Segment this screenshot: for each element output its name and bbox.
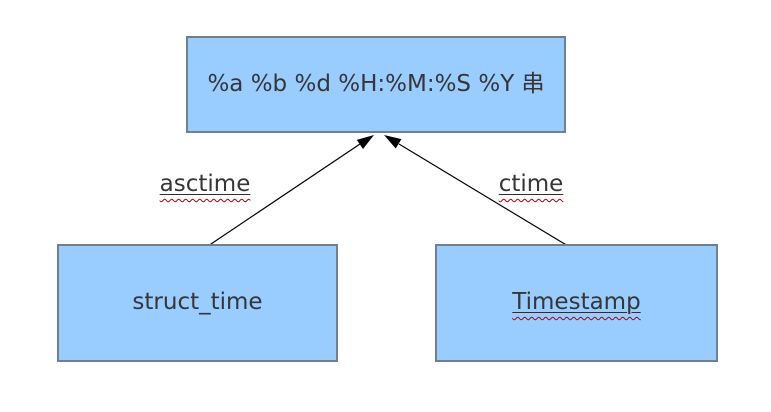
- edge-ctime-arrowhead-icon: [384, 135, 402, 149]
- edge-label-asctime-text: asctime: [159, 171, 251, 197]
- edge-label-ctime-text: ctime: [498, 171, 564, 197]
- node-format-string: %a %b %d %H:%M:%S %Y 串: [186, 36, 566, 133]
- edge-asctime: [207, 135, 374, 247]
- edge-asctime-line: [207, 143, 361, 247]
- node-timestamp: Timestamp: [435, 244, 718, 362]
- node-format-string-label: %a %b %d %H:%M:%S %Y 串: [207, 70, 545, 97]
- edge-label-asctime-squiggle: asctime: [160, 171, 251, 197]
- edge-ctime-line: [398, 143, 569, 247]
- edge-asctime-arrowhead-icon: [356, 135, 374, 149]
- node-struct-time-label: struct_time: [132, 289, 263, 316]
- edge-label-asctime: asctime: [160, 171, 251, 197]
- edge-label-ctime-squiggle: ctime: [499, 171, 564, 197]
- edge-label-ctime: ctime: [499, 171, 564, 197]
- edge-ctime: [384, 135, 569, 247]
- node-timestamp-squiggle: Timestamp: [512, 289, 640, 317]
- node-struct-time: struct_time: [57, 244, 338, 362]
- node-timestamp-label: Timestamp: [512, 289, 641, 316]
